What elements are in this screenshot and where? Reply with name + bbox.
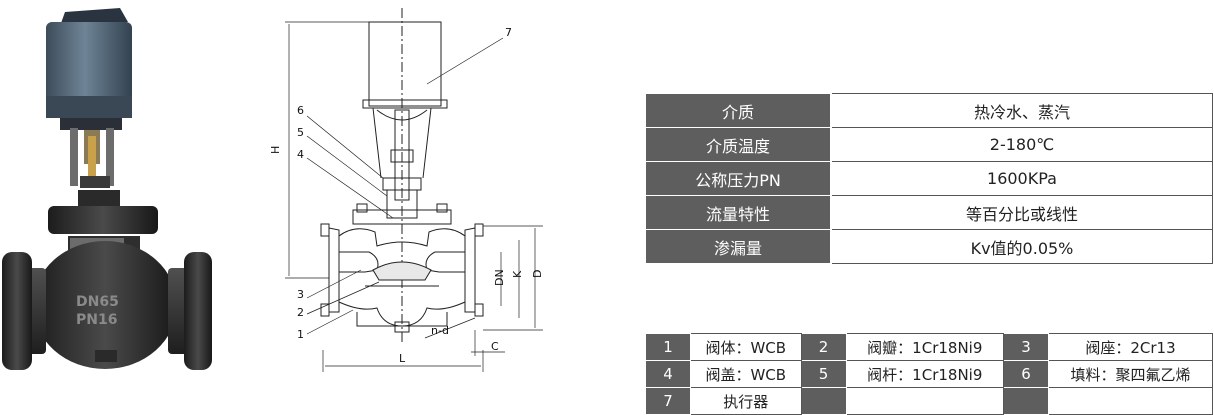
dim-k: K: [511, 270, 524, 278]
part-number: 1: [645, 333, 691, 361]
spec-key: 介质: [645, 93, 832, 128]
spec-value: Kv值的0.05%: [830, 229, 1213, 264]
table-row: 渗漏量 Kv值的0.05%: [645, 229, 1213, 264]
callout-3: 3: [297, 288, 304, 301]
valve-photo: DN65 PN16: [2, 8, 212, 370]
callout-4: 4: [297, 148, 304, 161]
table-row: 1 阀体：WCB 2 阀瓣：1Cr18Ni9 3 阀座：2Cr13: [645, 333, 1213, 361]
part-name: 阀盖：WCB: [690, 360, 802, 388]
part-name: [1048, 387, 1213, 415]
dim-nd: n-d: [431, 324, 449, 337]
part-name: 阀瓣：1Cr18Ni9: [845, 333, 1005, 361]
table-row: 7 执行器: [645, 387, 1213, 415]
table-row: 介质 热冷水、蒸汽: [645, 93, 1213, 128]
valve-cross-section-drawing: 7 6 5 4 3 2 1 H L C n-d DN K D: [269, 8, 544, 372]
part-number: 6: [1003, 360, 1049, 388]
dim-h: H: [269, 146, 282, 154]
spec-key: 流量特性: [645, 195, 832, 230]
callout-2: 2: [297, 306, 304, 319]
callout-6: 6: [297, 104, 304, 117]
photo-label-dn: DN65: [76, 294, 119, 310]
spec-value: 热冷水、蒸汽: [830, 93, 1213, 128]
part-name: 填料：聚四氟乙烯: [1048, 360, 1213, 388]
dim-d: D: [531, 270, 544, 278]
dim-l: L: [399, 352, 406, 365]
table-row: 公称压力PN 1600KPa: [645, 161, 1213, 196]
table-row: 4 阀盖：WCB 5 阀杆：1Cr18Ni9 6 填料：聚四氟乙烯: [645, 360, 1213, 388]
spec-key: 公称压力PN: [645, 161, 832, 196]
part-name: 阀杆：1Cr18Ni9: [845, 360, 1005, 388]
part-name: 阀座：2Cr13: [1048, 333, 1213, 361]
table-row: 流量特性 等百分比或线性: [645, 195, 1213, 230]
part-number: 7: [645, 387, 691, 415]
part-name: [845, 387, 1005, 415]
spec-key: 渗漏量: [645, 229, 832, 264]
dim-dn: DN: [493, 269, 506, 286]
spec-value: 等百分比或线性: [830, 195, 1213, 230]
parts-table: 1 阀体：WCB 2 阀瓣：1Cr18Ni9 3 阀座：2Cr13 4 阀盖：W…: [645, 333, 1213, 415]
part-number: 3: [1003, 333, 1049, 361]
spec-value: 2-180℃: [830, 127, 1213, 162]
spec-value: 1600KPa: [830, 161, 1213, 196]
callout-1: 1: [297, 328, 304, 341]
spec-key: 介质温度: [645, 127, 832, 162]
table-row: 介质温度 2-180℃: [645, 127, 1213, 162]
part-number: 5: [800, 360, 847, 388]
spec-table: 介质 热冷水、蒸汽 介质温度 2-180℃ 公称压力PN 1600KPa 流量特…: [645, 93, 1213, 264]
callout-5: 5: [297, 126, 304, 139]
part-name: 执行器: [690, 387, 802, 415]
part-number: [1003, 387, 1049, 415]
part-name: 阀体：WCB: [690, 333, 802, 361]
dim-c: C: [491, 340, 499, 353]
part-number: [800, 387, 847, 415]
callout-7: 7: [505, 26, 512, 39]
part-number: 4: [645, 360, 691, 388]
photo-label-pn: PN16: [76, 312, 117, 328]
part-number: 2: [800, 333, 847, 361]
